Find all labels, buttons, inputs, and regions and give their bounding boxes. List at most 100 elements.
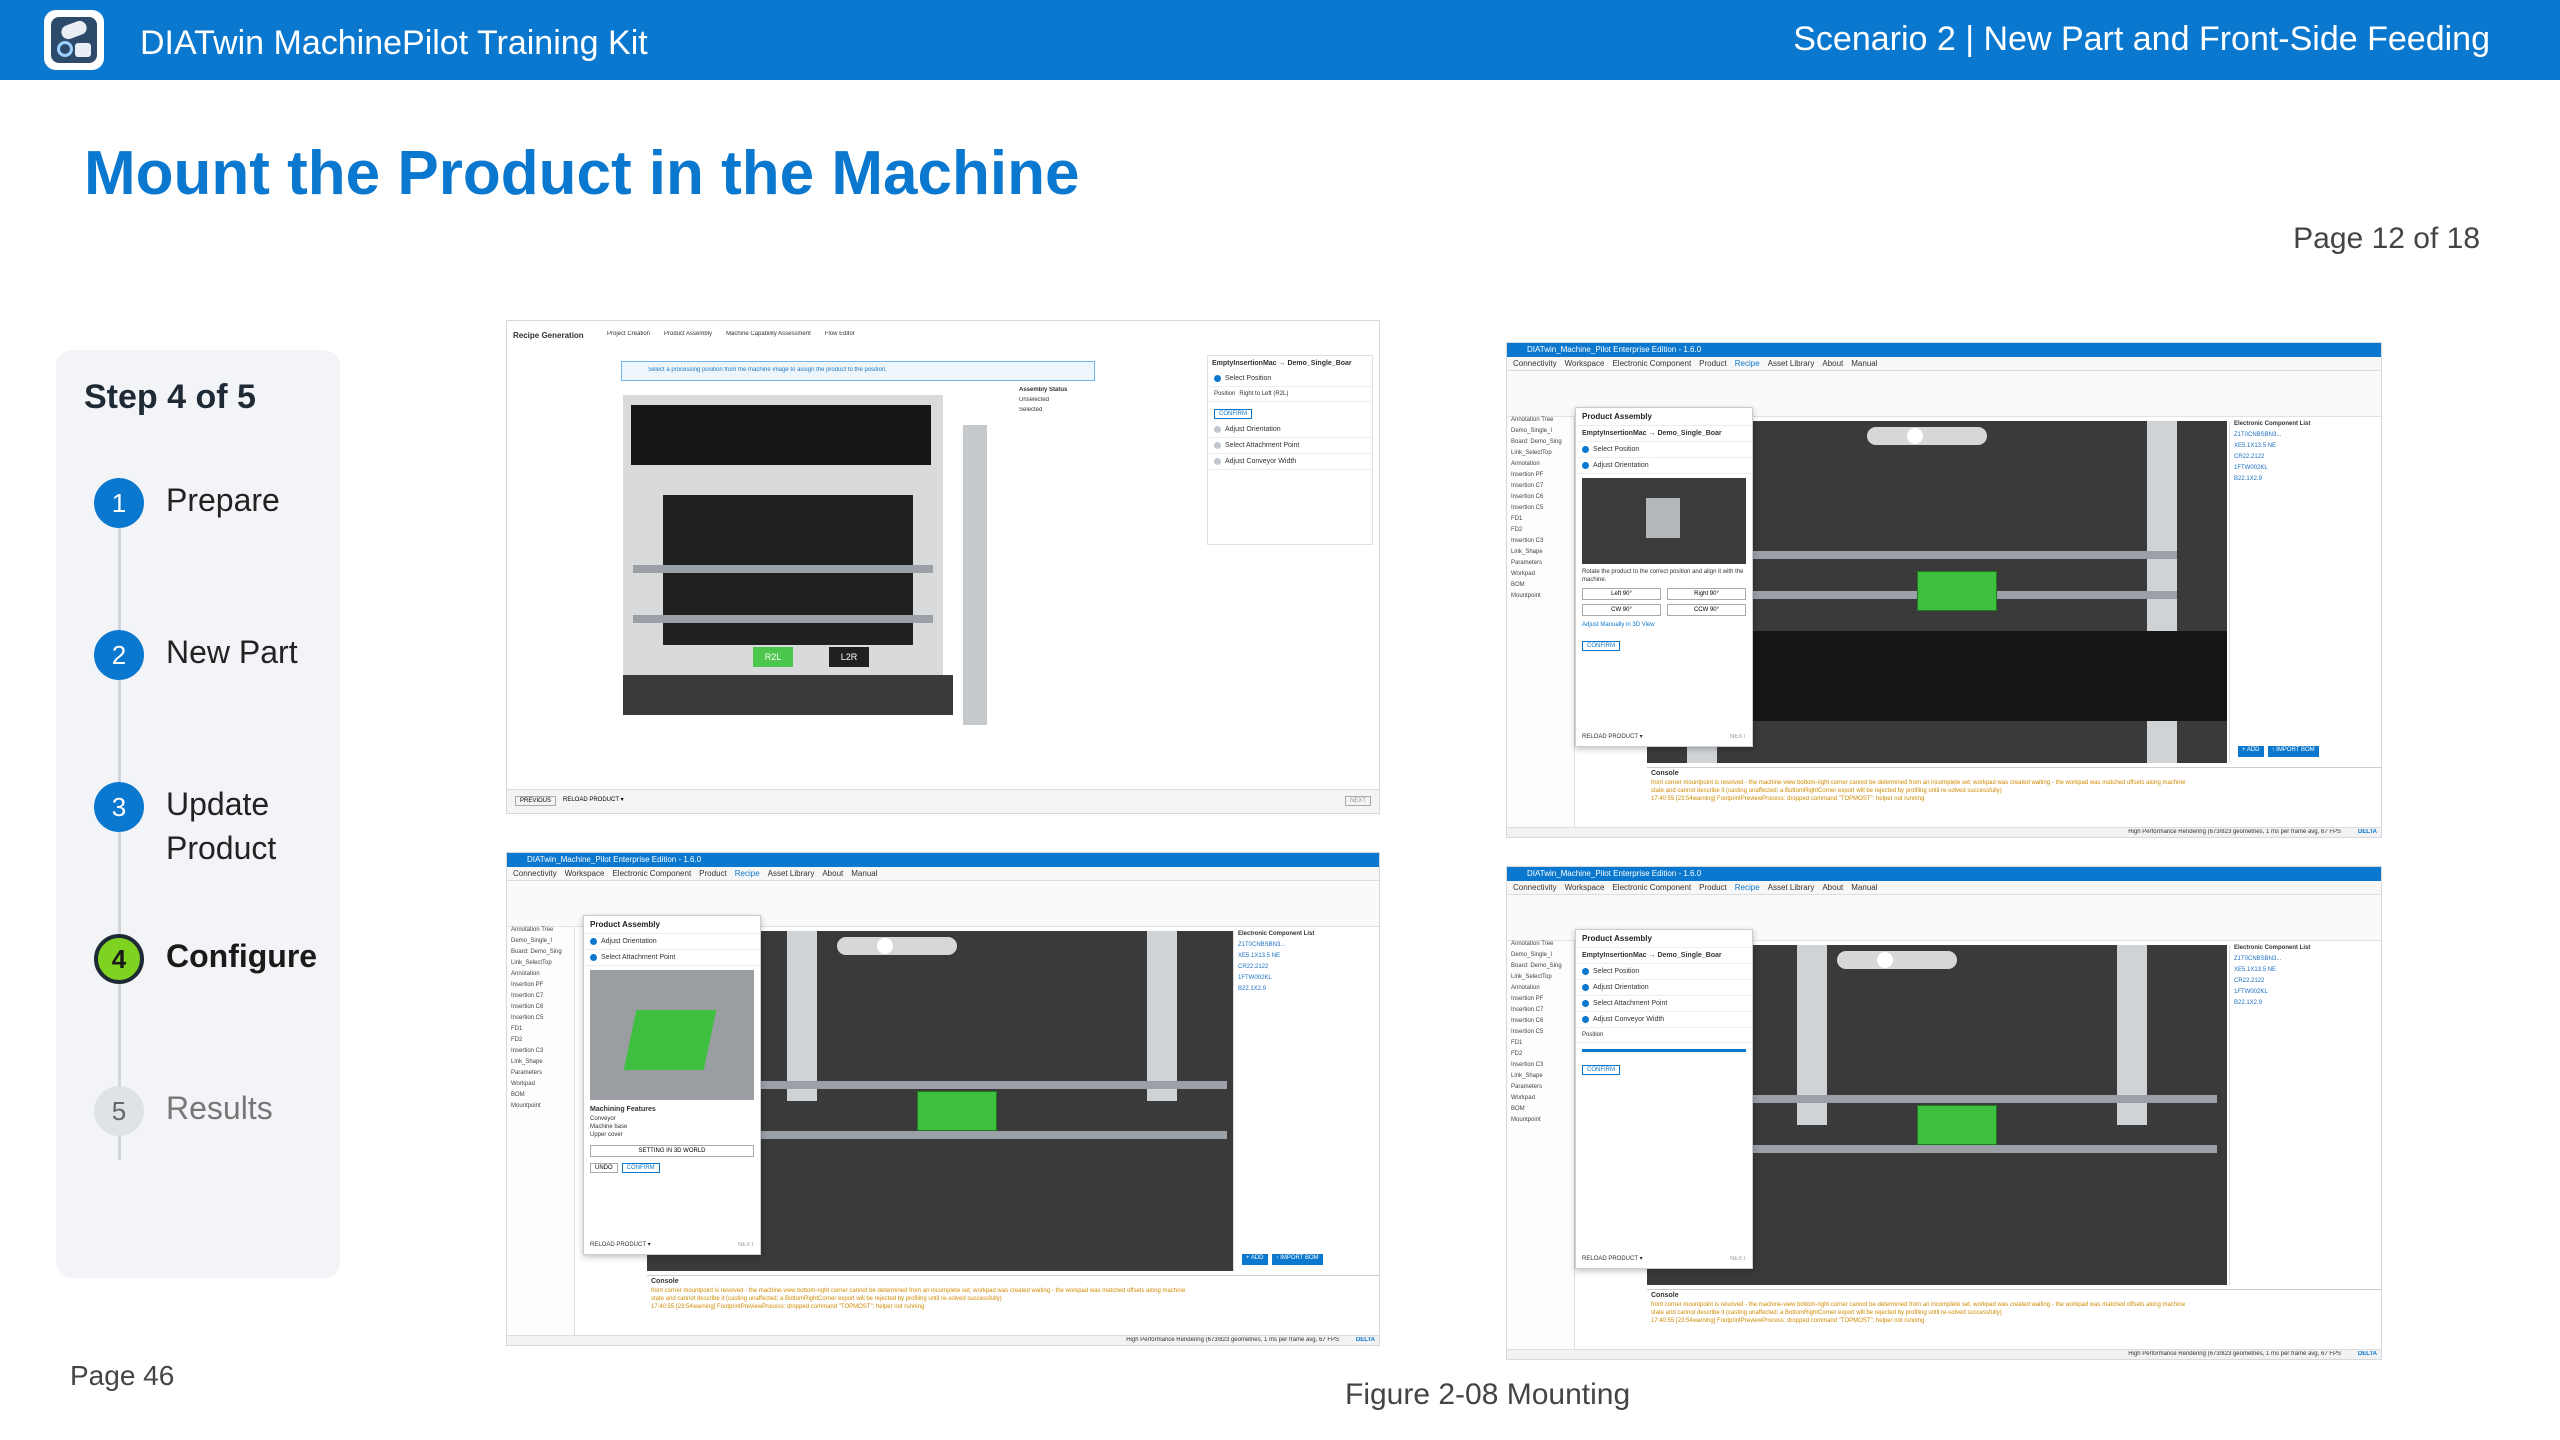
confirm-button[interactable]: CONFIRM: [1214, 409, 1252, 419]
next-button[interactable]: NEXT: [1729, 1256, 1746, 1262]
tree-item[interactable]: Insertion C3: [511, 1048, 544, 1054]
menu-item[interactable]: Asset Library: [1767, 359, 1815, 368]
menu-item[interactable]: Electronic Component: [612, 869, 692, 878]
tree-item[interactable]: Insertion PF: [511, 982, 544, 988]
tree-item[interactable]: Link_SelectTop: [511, 960, 552, 966]
tree-item[interactable]: Link_Shape: [1511, 1073, 1543, 1079]
menu-item[interactable]: Recipe: [1734, 883, 1760, 892]
row-adjust-conveyor[interactable]: Adjust Conveyor Width: [1208, 454, 1372, 470]
tree-item[interactable]: Annotation: [1511, 985, 1540, 991]
menu-item[interactable]: Recipe: [1734, 359, 1760, 368]
conveyor-width-slider[interactable]: [1582, 1049, 1746, 1052]
tree-item[interactable]: Insertion C6: [511, 1004, 544, 1010]
comp-item[interactable]: CR22.2122: [2234, 978, 2265, 984]
tree-item[interactable]: Demo_Single_I: [1511, 952, 1553, 958]
pcb-model[interactable]: [1917, 571, 1997, 611]
tree-item[interactable]: Demo_Single_I: [1511, 428, 1553, 434]
row-adjust-orientation[interactable]: Adjust Orientation: [1576, 458, 1752, 474]
reload-product-button[interactable]: RELOAD PRODUCT ▾: [1582, 1256, 1643, 1262]
menu-item[interactable]: About: [1822, 883, 1844, 892]
menu-item[interactable]: Recipe: [734, 869, 760, 878]
menu-item[interactable]: Manual: [851, 869, 878, 878]
menu-item[interactable]: Workspace: [1564, 883, 1605, 892]
tree-item[interactable]: Annotation Tree: [1511, 941, 1554, 947]
comp-item[interactable]: Z1T0CNBSBN3...: [2234, 956, 2282, 962]
tree-item[interactable]: Insertion C5: [1511, 1029, 1544, 1035]
tree-item[interactable]: Insertion PF: [1511, 996, 1544, 1002]
comp-item[interactable]: CR22.2122: [1238, 964, 1269, 970]
undo-button[interactable]: UNDO: [590, 1163, 618, 1173]
menu-item[interactable]: About: [822, 869, 844, 878]
adjust-manually-link[interactable]: Adjust Manually in 3D View: [1582, 622, 1655, 628]
tree-item[interactable]: FD2: [1511, 1051, 1523, 1057]
tree-item[interactable]: Demo_Single_I: [511, 938, 553, 944]
comp-item[interactable]: XE5.1X13.5 NE: [2234, 967, 2277, 973]
reload-product-button[interactable]: RELOAD PRODUCT ▾: [1582, 734, 1643, 740]
play-icon[interactable]: [877, 938, 893, 954]
position-r2l-button[interactable]: R2L: [753, 647, 793, 667]
tree-item[interactable]: Annotation Tree: [511, 927, 554, 933]
feature-upper-cover[interactable]: Upper cover: [590, 1132, 623, 1138]
play-icon[interactable]: [1877, 952, 1893, 968]
menu-item[interactable]: Electronic Component: [1612, 359, 1692, 368]
tree-item[interactable]: Link_Shape: [511, 1059, 543, 1065]
reload-product-button[interactable]: RELOAD PRODUCT ▾: [563, 797, 624, 803]
tree-item[interactable]: Board: Demo_Sing: [1511, 963, 1562, 969]
tree-item[interactable]: FD1: [511, 1026, 523, 1032]
step-new-part[interactable]: 2 New Part: [94, 630, 316, 680]
menu-item[interactable]: Connectivity: [1513, 883, 1557, 892]
row-select-position[interactable]: Select Position: [1576, 442, 1752, 458]
feature-machine-base[interactable]: Machine base: [590, 1124, 628, 1130]
view-toolbar[interactable]: [1837, 951, 1957, 969]
row-select-position[interactable]: Select Position: [1576, 964, 1752, 980]
tree-item[interactable]: Insertion C7: [1511, 483, 1544, 489]
tree-item[interactable]: Insertion C5: [511, 1015, 544, 1021]
comp-item[interactable]: XE5.1X13.5 NE: [2234, 443, 2277, 449]
menu-item[interactable]: Connectivity: [1513, 359, 1557, 368]
rotate-right-button[interactable]: Right 90°: [1667, 588, 1746, 600]
tree-item[interactable]: BOM: [511, 1092, 525, 1098]
step-update-product[interactable]: 3 Update Product: [94, 782, 316, 870]
tree-item[interactable]: Workpad: [1511, 1095, 1535, 1101]
tree-item[interactable]: Link_SelectTop: [1511, 450, 1552, 456]
menu-item[interactable]: Electronic Component: [1612, 883, 1692, 892]
tree-item[interactable]: Insertion C6: [1511, 494, 1544, 500]
row-select-attachment[interactable]: Select Attachment Point: [1208, 438, 1372, 454]
row-adjust-orientation[interactable]: Adjust Orientation: [1208, 422, 1372, 438]
tree-item[interactable]: Workpad: [511, 1081, 535, 1087]
menu-item[interactable]: Asset Library: [1767, 883, 1815, 892]
tree-item[interactable]: FD1: [1511, 1040, 1523, 1046]
tree-item[interactable]: FD2: [1511, 527, 1523, 533]
add-button[interactable]: + ADD: [1242, 1254, 1268, 1265]
menu-item[interactable]: About: [1822, 359, 1844, 368]
tree-item[interactable]: Parameters: [1511, 1084, 1543, 1090]
import-bom-button[interactable]: ↑ IMPORT BOM: [1271, 1254, 1323, 1265]
comp-item[interactable]: Z1T0CNBSBN3...: [2234, 432, 2282, 438]
view-toolbar[interactable]: [1867, 427, 1987, 445]
confirm-button[interactable]: CONFIRM: [1582, 1065, 1620, 1075]
position-field[interactable]: Position: [1576, 1028, 1752, 1043]
step-configure[interactable]: 4 Configure: [94, 934, 317, 984]
tree-item[interactable]: Parameters: [1511, 560, 1543, 566]
comp-item[interactable]: B22.1X2.9: [2234, 476, 2263, 482]
reload-product-button[interactable]: RELOAD PRODUCT ▾: [590, 1242, 651, 1248]
comp-item[interactable]: B22.1X2.9: [2234, 1000, 2263, 1006]
tree-item[interactable]: Insertion C7: [511, 993, 544, 999]
menu-item[interactable]: Product: [1699, 883, 1727, 892]
tree-item[interactable]: Insertion C3: [1511, 1062, 1544, 1068]
tree-item[interactable]: Mountpoint: [1511, 1117, 1541, 1123]
menu-item[interactable]: Product: [1699, 359, 1727, 368]
next-button[interactable]: NEXT: [1344, 796, 1371, 806]
rotate-left-button[interactable]: Left 90°: [1582, 588, 1661, 600]
tree-item[interactable]: Board: Demo_Sing: [511, 949, 562, 955]
menu-item[interactable]: Asset Library: [767, 869, 815, 878]
row-select-attachment[interactable]: Select Attachment Point: [1576, 996, 1752, 1012]
tree-item[interactable]: BOM: [1511, 1106, 1525, 1112]
comp-item[interactable]: 1FTW002KL: [2234, 989, 2268, 995]
menu-item[interactable]: Connectivity: [513, 869, 557, 878]
step-prepare[interactable]: 1 Prepare: [94, 478, 316, 528]
tree-item[interactable]: Insertion C7: [1511, 1007, 1544, 1013]
rotate-ccw-button[interactable]: CCW 90°: [1667, 604, 1746, 616]
confirm-button[interactable]: CONFIRM: [621, 1163, 660, 1173]
tree-item[interactable]: Annotation: [511, 971, 540, 977]
